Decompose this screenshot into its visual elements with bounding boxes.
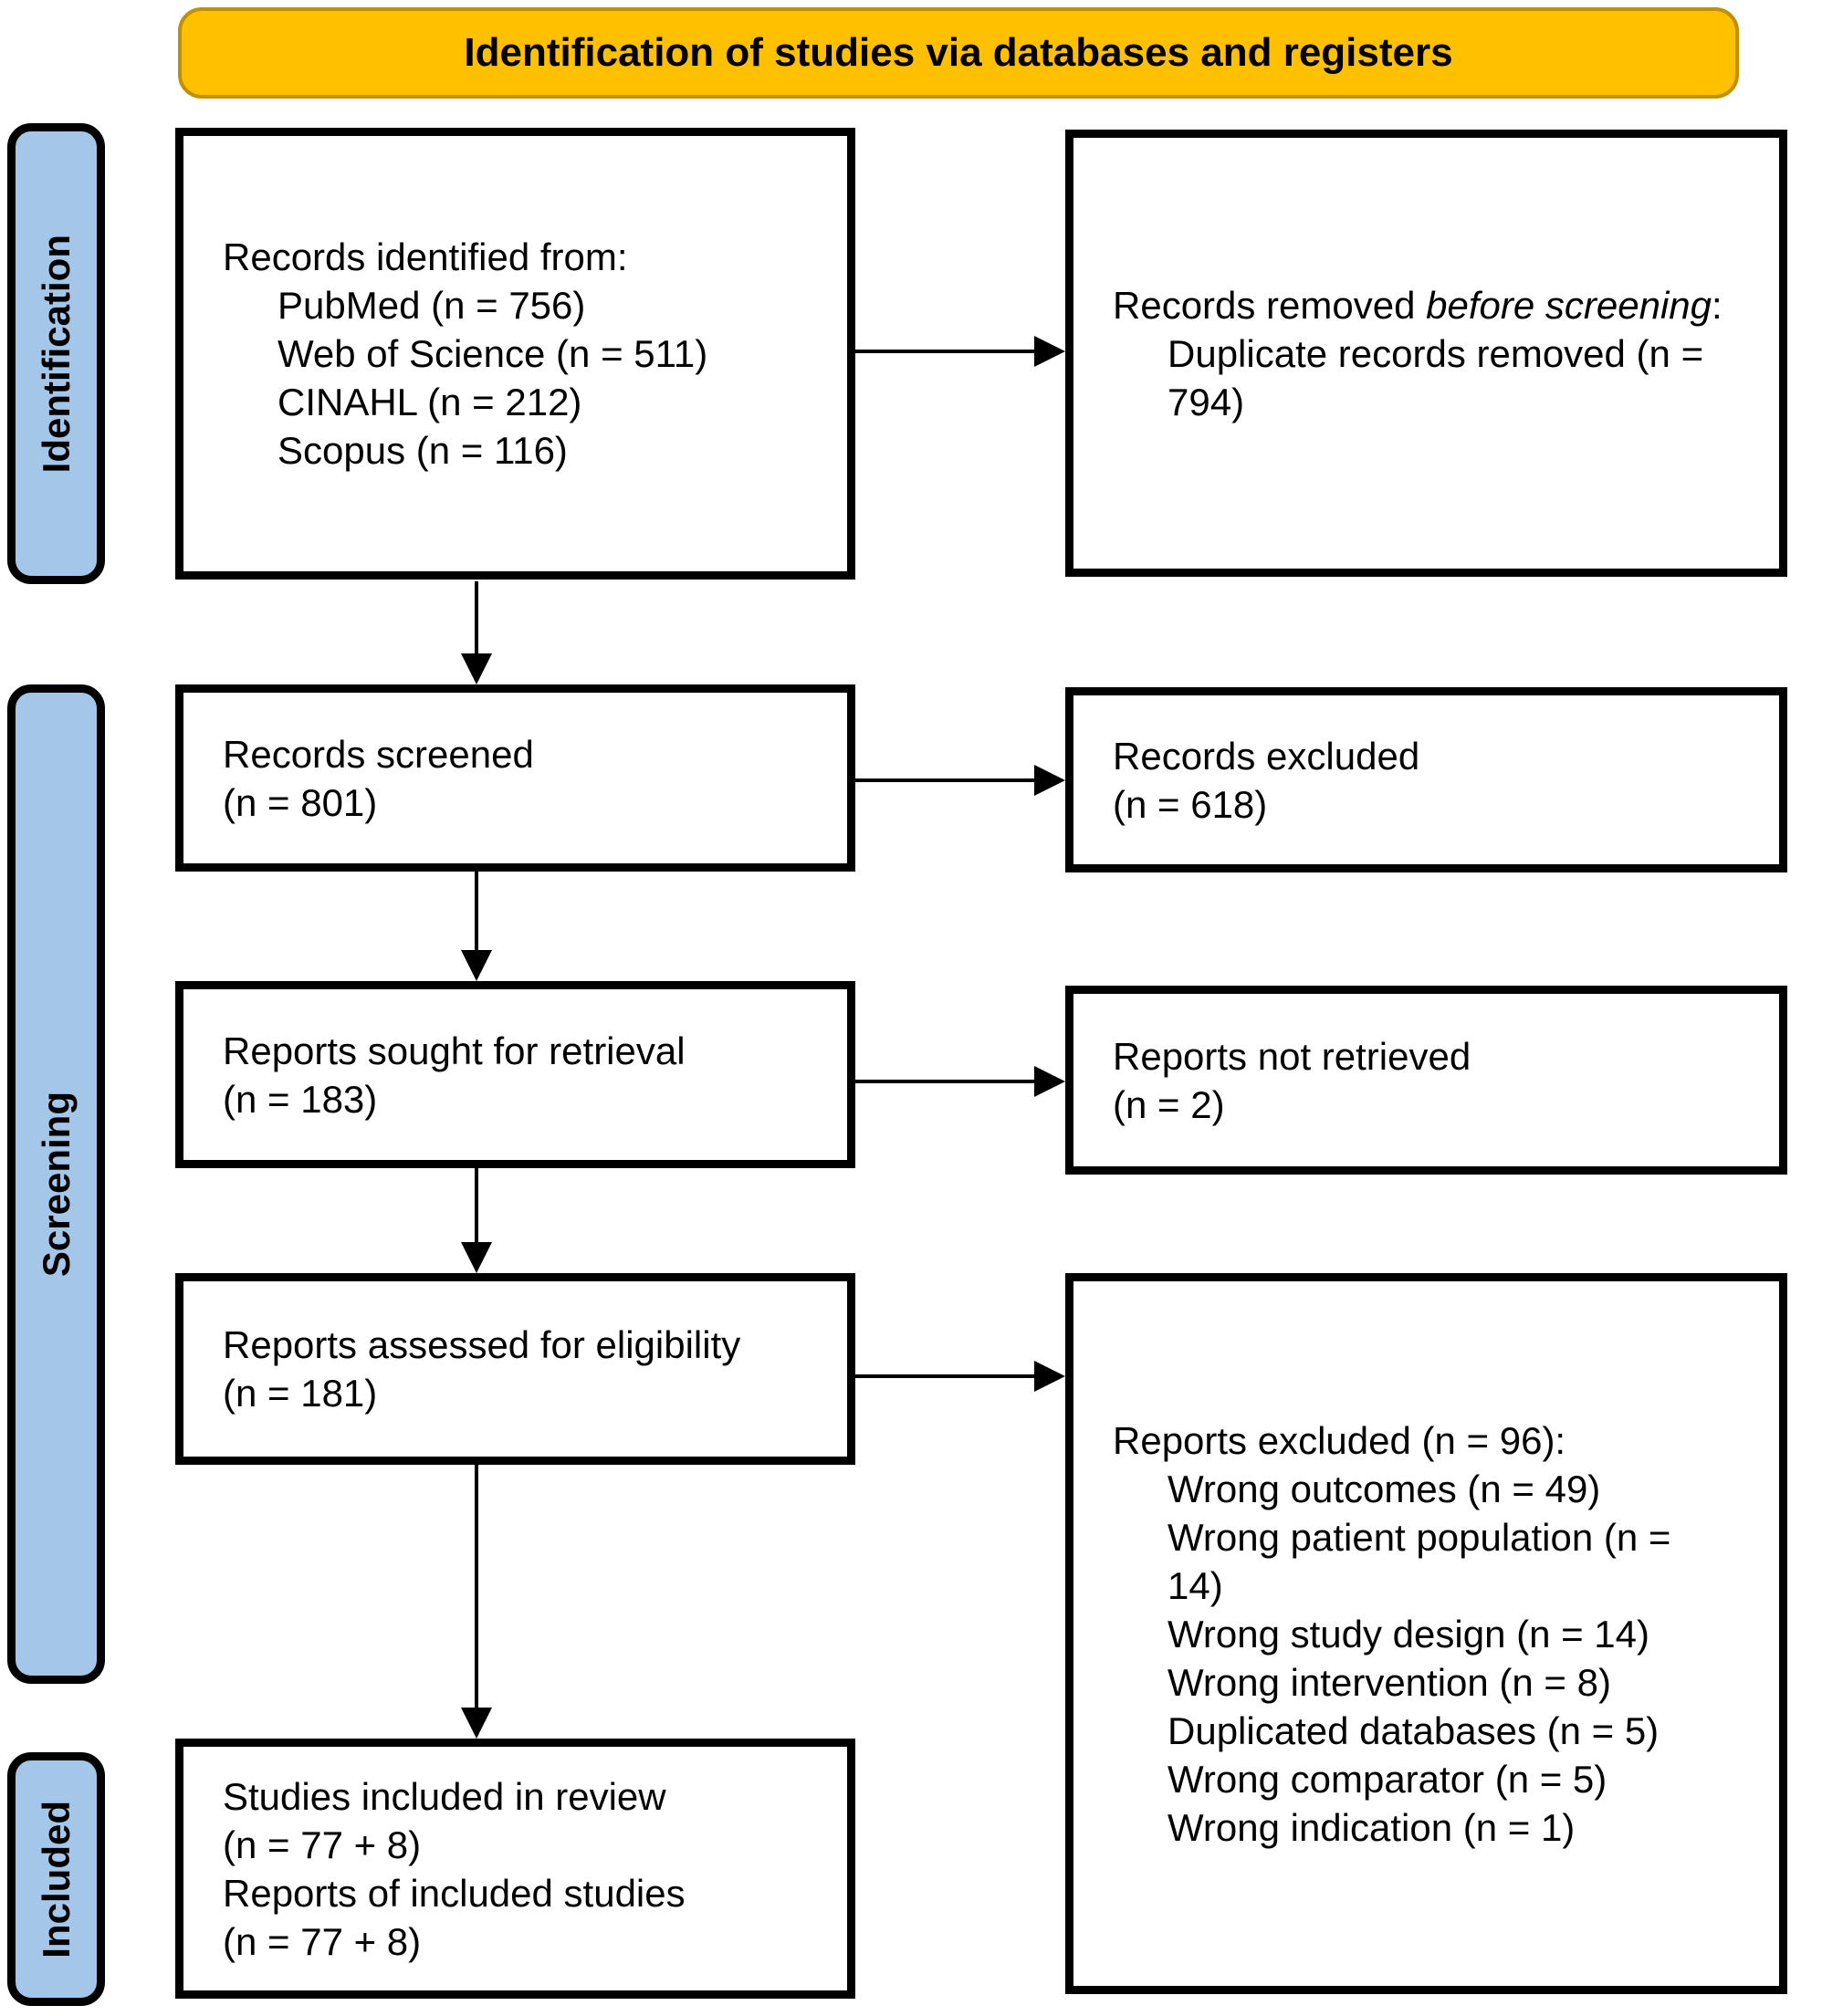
box-text-line: Records screened bbox=[223, 732, 534, 776]
box-records-excluded: Records excluded(n = 618) bbox=[1065, 687, 1787, 872]
arrow-screened-to-sought bbox=[461, 870, 492, 981]
banner: Identification of studies via databases … bbox=[178, 7, 1739, 99]
box-studies-included: Studies included in review(n = 77 + 8)Re… bbox=[175, 1739, 855, 1999]
box-text-line: Records identified from: bbox=[223, 235, 628, 278]
box-text-line: Reports assessed for eligibility bbox=[223, 1323, 741, 1366]
sidebar-stage-identification: Identification bbox=[7, 123, 105, 584]
box-text-line: Wrong indication (n = 1) bbox=[1168, 1805, 1576, 1849]
box-text-line: Wrong comparator (n = 5) bbox=[1168, 1757, 1607, 1801]
box-text-line: Web of Science (n = 511) bbox=[277, 332, 708, 375]
box-text-line: PubMed (n = 756) bbox=[277, 284, 586, 327]
box-text-line: Wrong patient population (n = bbox=[1168, 1515, 1671, 1559]
arrow-assessed-to-reports-excluded bbox=[854, 1361, 1065, 1392]
box-text-line: Wrong intervention (n = 8) bbox=[1168, 1660, 1611, 1704]
arrow-identified-to-screened bbox=[461, 581, 492, 684]
box-reports-excluded: Reports excluded (n = 96): Wrong outcomes… bbox=[1065, 1273, 1787, 1994]
box-text-line: Wrong study design (n = 14) bbox=[1168, 1612, 1650, 1656]
arrow-sought-to-assessed bbox=[461, 1166, 492, 1273]
sidebar-stage-screening: Screening bbox=[7, 684, 105, 1684]
box-text-line: CINAHL (n = 212) bbox=[277, 381, 582, 423]
box-text-line: 794) bbox=[1168, 380, 1245, 423]
box-text-line: Reports sought for retrieval bbox=[223, 1029, 686, 1072]
arrow-screened-to-excluded bbox=[854, 765, 1065, 796]
box-text-line: (n = 2) bbox=[1113, 1082, 1225, 1126]
box-text-line: Reports excluded (n = 96): bbox=[1113, 1418, 1566, 1462]
sidebar-stage-included: Included bbox=[7, 1752, 105, 2006]
box-records-identified: Records identified from: PubMed (n = 756)… bbox=[175, 128, 855, 580]
arrow-identified-to-removed bbox=[854, 336, 1065, 367]
arrow-assessed-to-included bbox=[461, 1463, 492, 1739]
box-text-line: Studies included in review bbox=[223, 1774, 666, 1818]
box-text-line: Reports not retrieved bbox=[1113, 1034, 1471, 1078]
box-text-line: (n = 183) bbox=[223, 1077, 378, 1121]
box-text-line: Duplicate records removed (n = bbox=[1168, 331, 1704, 375]
box-text-line: (n = 77 + 8) bbox=[223, 1823, 422, 1866]
box-text-line: 14) bbox=[1168, 1563, 1223, 1607]
box-text-line: Records excluded bbox=[1113, 734, 1420, 778]
box-reports-sought: Reports sought for retrieval (n = 183) bbox=[175, 981, 855, 1168]
box-text-line: Scopus (n = 116) bbox=[277, 429, 568, 472]
box-text-line: (n = 618) bbox=[1113, 782, 1268, 826]
banner-label: Identification of studies via databases … bbox=[464, 30, 1453, 75]
box-text-line: (n = 77 + 8) bbox=[223, 1919, 422, 1963]
box-text-line: Duplicated databases (n = 5) bbox=[1168, 1708, 1660, 1752]
box-text-line: (n = 801) bbox=[223, 780, 378, 824]
box-text-line: Reports of included studies bbox=[223, 1871, 686, 1915]
box-text-line: Wrong outcomes (n = 49) bbox=[1168, 1467, 1601, 1510]
box-reports-not-retrieved: Reports not retrieved(n = 2) bbox=[1065, 986, 1787, 1175]
box-records-removed: Records removed before screening:Duplica… bbox=[1065, 130, 1787, 577]
arrow-sought-to-not-retrieved bbox=[854, 1066, 1065, 1097]
box-text-line: (n = 181) bbox=[223, 1372, 378, 1415]
box-reports-assessed: Reports assessed for eligibility (n = 181… bbox=[175, 1273, 855, 1465]
box-text-line: Records removed before screening: bbox=[1113, 283, 1723, 327]
box-records-screened: Records screened(n = 801) bbox=[175, 684, 855, 872]
